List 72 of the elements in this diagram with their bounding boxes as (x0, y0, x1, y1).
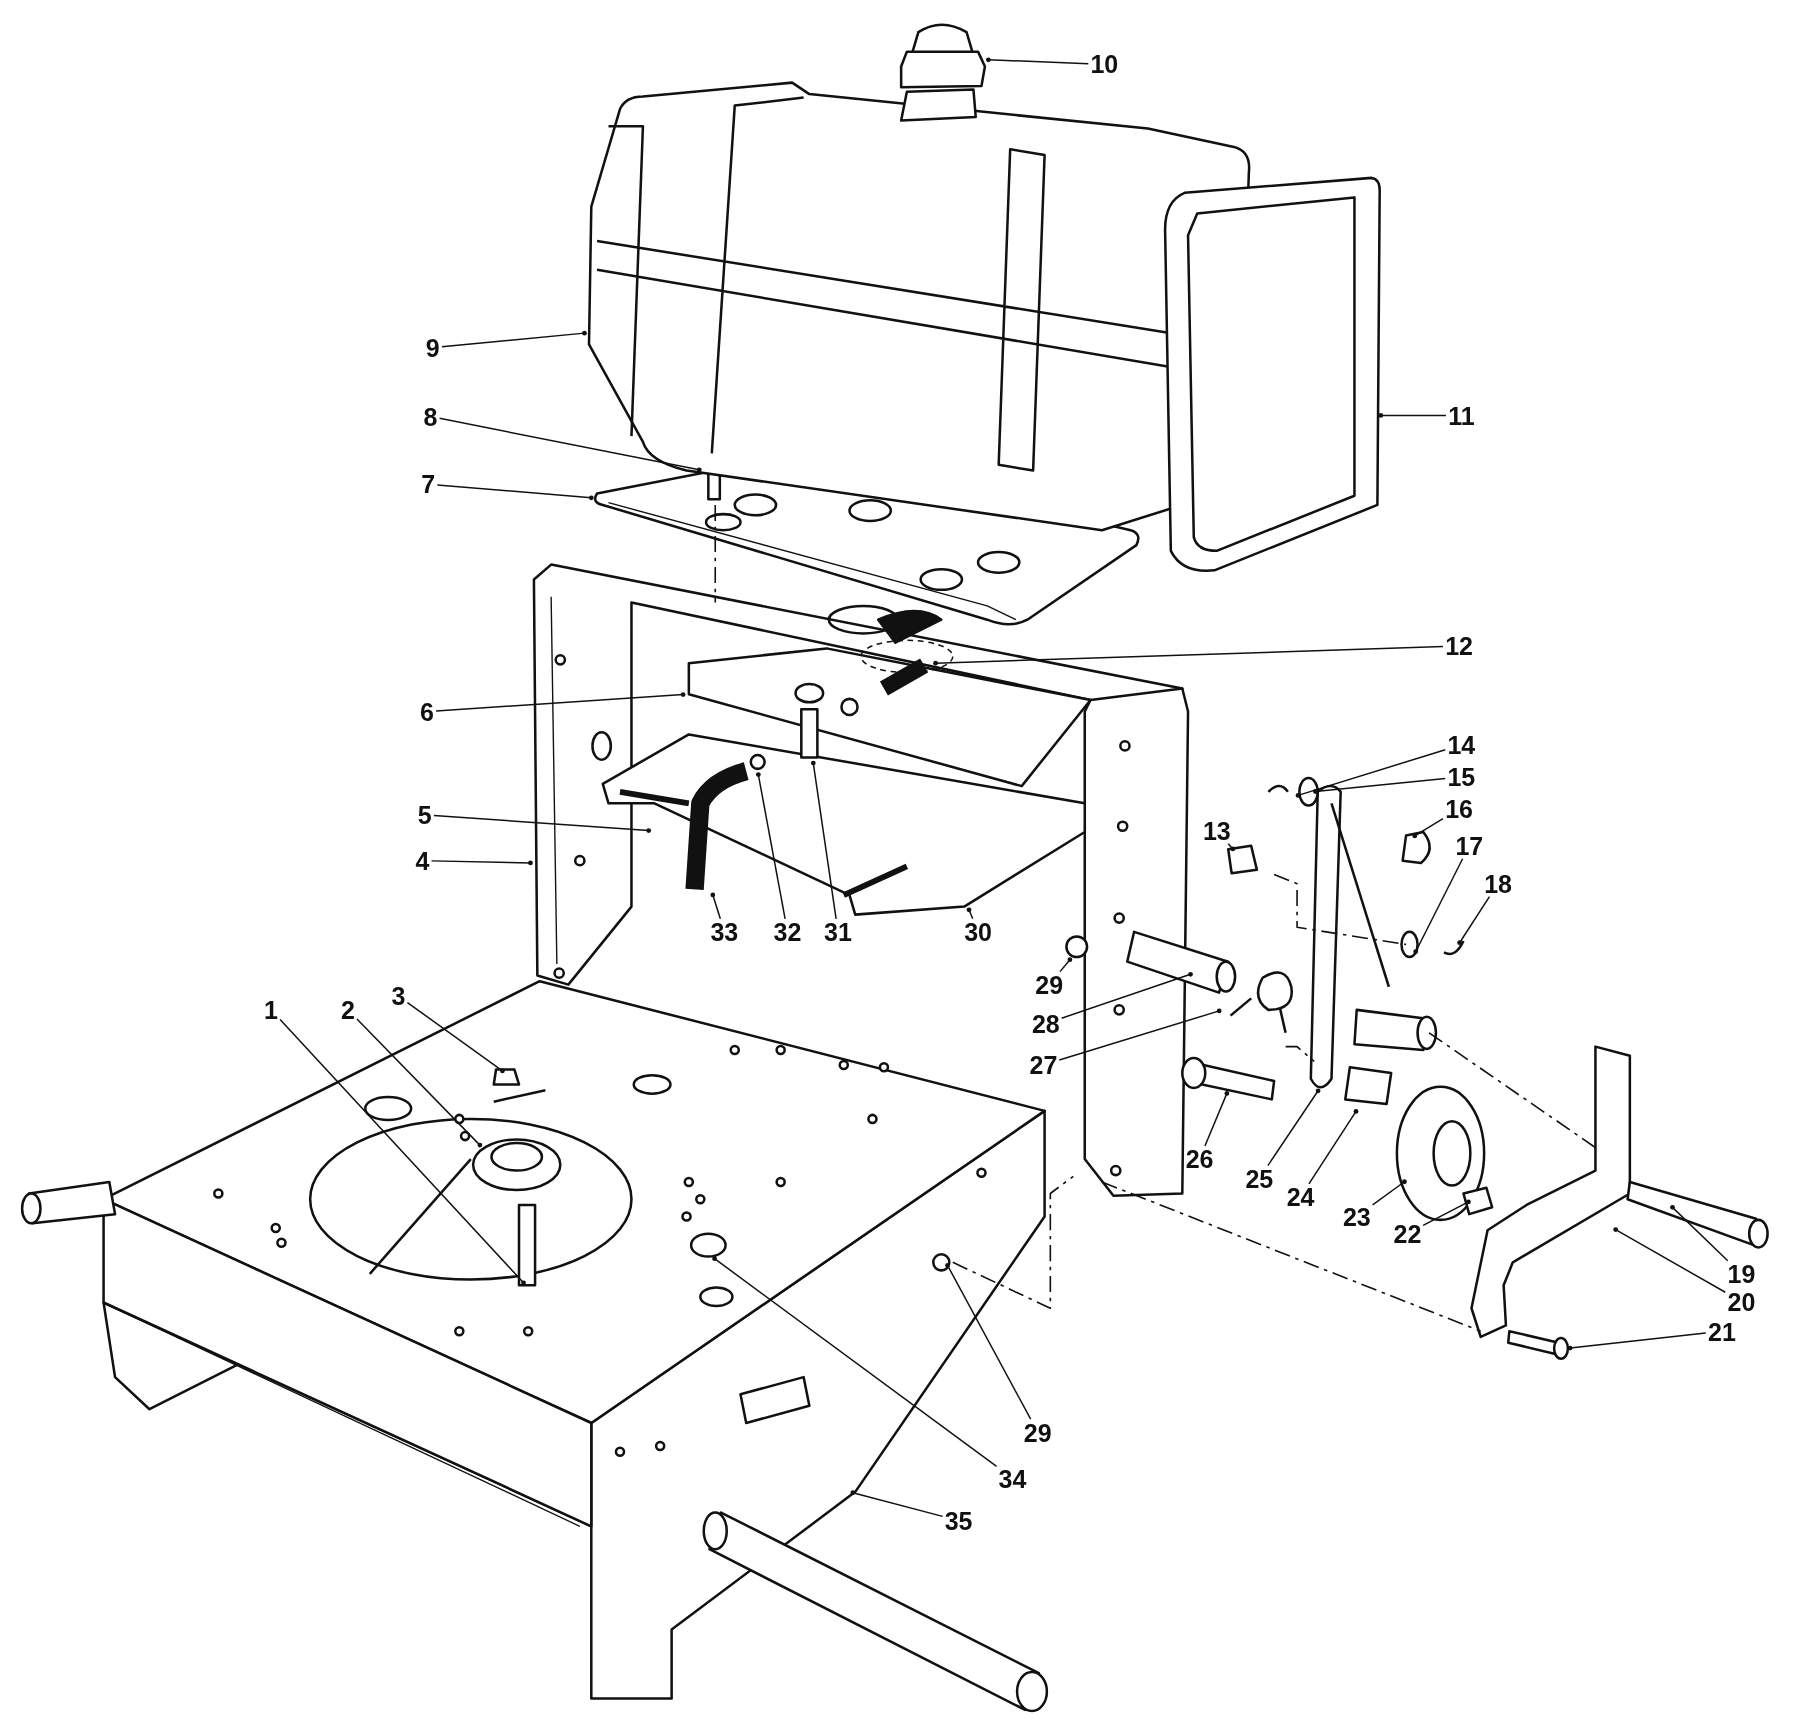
leader-line (985, 57, 1090, 65)
leader-line (438, 417, 702, 473)
callout-number: 34 (996, 1465, 1029, 1492)
leader-line (1371, 1179, 1407, 1206)
callout-number: 4 (413, 847, 432, 874)
callout-number: 11 (1446, 402, 1477, 429)
leader-line (1295, 748, 1446, 798)
callout-number: 19 (1725, 1261, 1758, 1288)
leader-line (850, 1490, 944, 1518)
leader-line (436, 484, 594, 501)
leader-line (1378, 413, 1447, 418)
leader-line (810, 760, 837, 920)
callout-number: 25 (1243, 1165, 1276, 1192)
callout-number: 5 (415, 802, 434, 829)
callout-number: 31 (822, 919, 854, 946)
callout-number: 28 (1029, 1010, 1062, 1037)
callout-number: 20 (1725, 1288, 1758, 1315)
callout-number: 30 (962, 919, 994, 946)
callout-number: 7 (419, 471, 438, 498)
callout-number: 13 (1200, 818, 1233, 845)
leader-line (279, 1018, 526, 1286)
leader-line (406, 1001, 505, 1074)
callout-number: 29 (1021, 1419, 1054, 1446)
callout-number: 18 (1482, 870, 1514, 897)
callout-number: 1 (261, 997, 280, 1024)
leader-line (945, 1263, 1032, 1420)
callout-number: 21 (1706, 1318, 1738, 1345)
callout-number: 16 (1443, 796, 1475, 823)
callout-number: 35 (942, 1508, 975, 1535)
leader-line (1060, 971, 1193, 1019)
callout-number: 24 (1284, 1184, 1317, 1211)
leader-line (966, 907, 974, 920)
callout-number: 15 (1445, 764, 1478, 791)
leader-line (1567, 1332, 1707, 1351)
leader-line (441, 330, 587, 348)
callout-number: 2 (338, 997, 357, 1024)
leader-line (1058, 1008, 1222, 1061)
leader-line (1670, 1204, 1729, 1262)
leader-line (1227, 843, 1236, 852)
callout-number: 32 (771, 919, 804, 946)
leader-line (433, 814, 652, 833)
leader-line (755, 772, 786, 920)
leader-line (1204, 1091, 1230, 1147)
leader-line (1267, 1088, 1321, 1167)
callout-number: 27 (1027, 1052, 1060, 1079)
leader-line (1059, 957, 1073, 973)
callout-number: 8 (421, 403, 440, 430)
callout-number: 33 (708, 919, 741, 946)
callout-number: 6 (418, 698, 436, 725)
leader-line (933, 645, 1444, 666)
callout-number: 3 (389, 983, 408, 1010)
leader-line (1412, 818, 1444, 839)
leader-line (430, 860, 533, 866)
callout-number: 10 (1088, 51, 1121, 78)
callout-number: 9 (423, 334, 442, 361)
leader-line (356, 1018, 483, 1148)
callout-number: 23 (1340, 1203, 1373, 1230)
callout-number: 14 (1445, 732, 1478, 758)
callout-number: 17 (1453, 833, 1486, 860)
leader-line (1613, 1227, 1727, 1293)
leader-line (712, 1256, 998, 1468)
callout-number: 29 (1033, 971, 1066, 998)
callout-number: 12 (1443, 633, 1475, 660)
leader-line (1422, 1199, 1471, 1227)
leader-line (1413, 858, 1464, 955)
leader-line (1457, 895, 1491, 946)
leader-line (435, 692, 686, 712)
leader-line (1313, 777, 1446, 794)
callout-number: 26 (1183, 1146, 1216, 1173)
leader-line (710, 892, 722, 920)
leader-line (1308, 1109, 1359, 1185)
callout-number: 22 (1391, 1221, 1424, 1248)
